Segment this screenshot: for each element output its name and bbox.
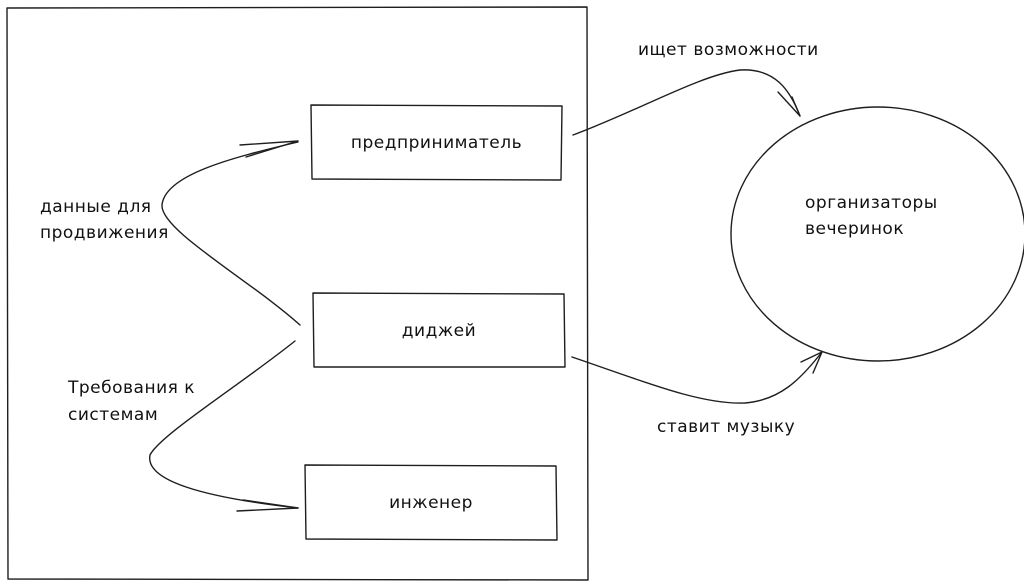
organizers-ellipse[interactable] [730, 106, 1024, 362]
edge-label-requirements-line1: Требования к [68, 378, 196, 398]
arrowhead-entrepreneur [239, 140, 299, 158]
arrowhead-organizers-top [777, 91, 801, 117]
engineer-box[interactable] [304, 464, 558, 541]
edge-label-seeks-opportunities: ищет возможности [638, 40, 819, 60]
entrepreneur-box[interactable] [310, 104, 563, 181]
dj-label: диджей [401, 321, 477, 341]
organizers-label-line2: вечеринок [805, 219, 905, 239]
edge-label-promotion-line2: продвижения [40, 223, 169, 243]
arrow-dj-to-organizers [571, 351, 823, 404]
arrow-dj-to-engineer [149, 340, 299, 509]
edge-label-plays-music: ставит музыку [657, 417, 796, 437]
system-boundary-rect [6, 6, 589, 581]
engineer-label: инженер [389, 493, 473, 513]
arrowhead-organizers-bottom [800, 351, 823, 374]
arrow-dj-to-entrepreneur [161, 141, 301, 326]
dj-box[interactable] [312, 292, 566, 368]
edge-label-promotion-line1: данные для [40, 197, 152, 217]
edge-label-requirements-line2: системам [68, 405, 159, 425]
entrepreneur-label: предприниматель [350, 133, 523, 153]
arrowhead-engineer [236, 499, 299, 512]
arrow-entrepreneur-to-organizers [572, 69, 801, 136]
organizers-label-line1: организаторы [805, 193, 938, 213]
